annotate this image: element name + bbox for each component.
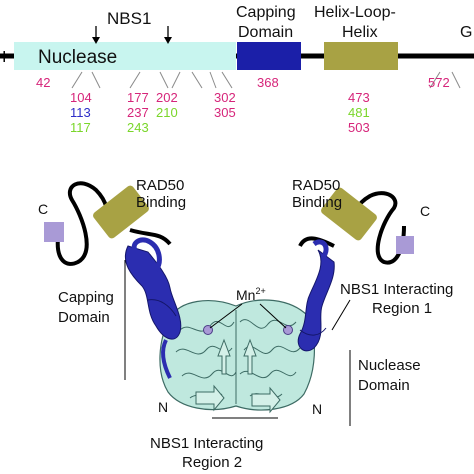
residue-42: 42 xyxy=(36,75,50,90)
residue-177: 177 xyxy=(127,90,149,105)
residue-104: 104 xyxy=(70,90,92,105)
residue-117: 117 xyxy=(70,120,91,135)
nuclease-label: Nuclease xyxy=(38,47,117,68)
nbs1-arrow-left xyxy=(92,26,100,44)
residue-473: 473 xyxy=(348,90,370,105)
n-label-right: N xyxy=(312,401,322,417)
hlh-top-label-line1: Helix-Loop- xyxy=(314,4,396,21)
right-tether-lower xyxy=(298,236,335,248)
rad50-right-line1: RAD50 xyxy=(292,177,340,194)
nuclease-struct-line1: Nuclease xyxy=(358,357,421,374)
nbs1-top-label: NBS1 xyxy=(107,9,151,28)
residue-237: 237 xyxy=(127,105,149,120)
capping-top-label-line1: Capping xyxy=(236,4,296,21)
capping-top-label-line2: Domain xyxy=(238,24,293,41)
capping-domain-right-structure xyxy=(297,239,335,352)
hlh-top-label-line2: Helix xyxy=(342,24,378,41)
nbs1-region1-line2: Region 1 xyxy=(372,300,432,317)
capping-struct-line1: Capping xyxy=(58,289,114,306)
nbs1-arrow-right xyxy=(164,26,172,44)
residue-243: 243 xyxy=(127,120,149,135)
left-partial-label: I xyxy=(2,49,6,66)
n-label-left: N xyxy=(158,399,168,415)
rad50-right-line2: Binding xyxy=(292,194,342,211)
helix-loop-helix-bar xyxy=(324,42,398,70)
residue-113: 113 xyxy=(70,105,91,120)
mn-label: Mn2+ xyxy=(236,286,266,303)
residue-numbers: 42 104 113 117 177 237 243 202 210 302 3… xyxy=(36,75,450,135)
capping-domain-bar xyxy=(237,42,301,70)
rad50-helix-right xyxy=(321,187,377,241)
nuclease-bar xyxy=(14,42,236,70)
rad50-helix-left xyxy=(93,185,149,239)
residue-marker-lines xyxy=(71,71,461,89)
c-label-left: C xyxy=(38,201,48,217)
c-terminal-box-left xyxy=(44,222,64,242)
c-terminal-box-right xyxy=(396,236,414,254)
nuclease-core-structure xyxy=(159,299,315,414)
residue-572: 572 xyxy=(428,75,450,90)
capping-domain-left-structure xyxy=(124,237,182,379)
nbs1-region1-line1: NBS1 Interacting xyxy=(340,281,453,298)
nuclease-struct-line2: Domain xyxy=(358,377,410,394)
nbs1-region2-line1: NBS1 Interacting xyxy=(150,435,263,452)
residue-481: 481 xyxy=(348,105,370,120)
residue-302: 302 xyxy=(214,90,236,105)
c-label-right: C xyxy=(420,203,430,219)
left-tether-lower xyxy=(129,228,172,246)
residue-305: 305 xyxy=(214,105,236,120)
capping-struct-line2: Domain xyxy=(58,309,110,326)
mn-pointer-right xyxy=(259,303,287,329)
residue-202: 202 xyxy=(156,90,178,105)
right-partial-label: G xyxy=(460,24,472,41)
residue-368: 368 xyxy=(257,75,279,90)
mn-pointer-left xyxy=(209,303,243,329)
residue-210: 210 xyxy=(156,105,178,120)
rad50-left-line2: Binding xyxy=(136,194,186,211)
left-tether xyxy=(55,181,110,266)
nbs1-region1-pointer xyxy=(331,299,351,331)
rad50-left-line1: RAD50 xyxy=(136,177,184,194)
residue-503: 503 xyxy=(348,120,370,135)
nbs1-region2-line2: Region 2 xyxy=(182,454,242,471)
